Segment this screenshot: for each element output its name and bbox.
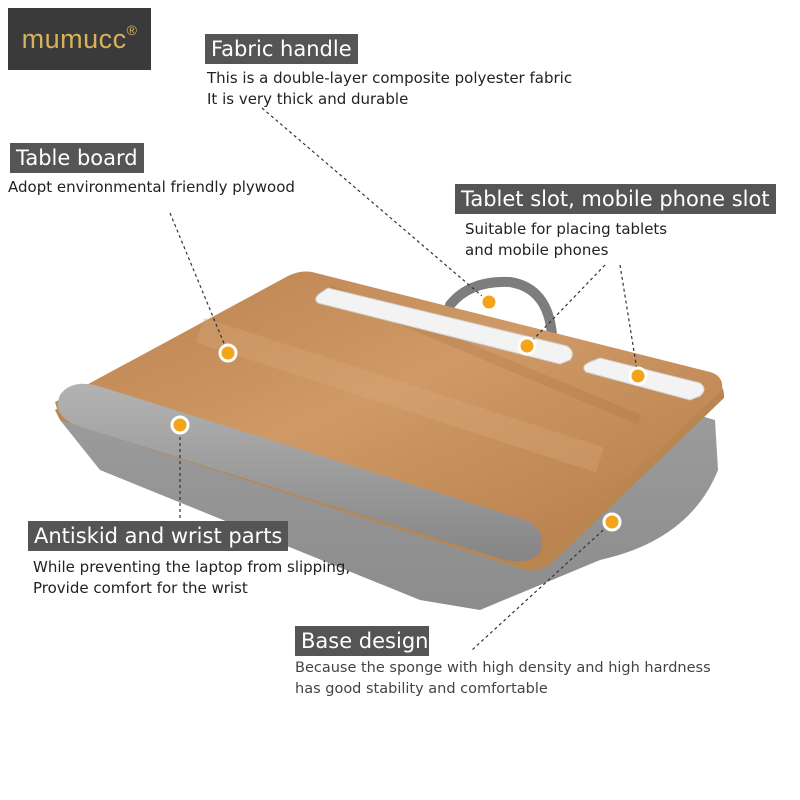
brand-logo: mumucc® [8,8,151,70]
wrist-marker [170,415,190,435]
leader-lines [169,107,639,651]
slot-title: Tablet slot, mobile phone slot [455,184,776,214]
fabric-handle-title: Fabric handle [205,34,358,64]
brand-name: mumucc® [21,21,138,54]
base-title: Base design [295,626,429,656]
handle-marker [479,292,499,312]
wood-grain [195,317,605,473]
wrist-description: While preventing the laptop from slippin… [33,558,351,597]
fabric-handle-shape [445,276,557,340]
wrist-title: Antiskid and wrist parts [28,521,289,551]
tablet-slot [315,287,573,365]
table-board-title: Table board [10,143,144,173]
fabric-handle-description: This is a double-layer composite polyest… [207,69,573,108]
callout-markers [170,292,648,532]
tablet-slot-marker [517,336,537,356]
board-marker [218,343,238,363]
base-description: Because the sponge with high density and… [295,660,711,697]
phone-slot-marker [628,366,648,386]
table-board-description: Adopt environmental friendly plywood [8,178,295,196]
base-marker [602,512,622,532]
slot-description: Suitable for placing tablets and mobile … [465,220,668,259]
